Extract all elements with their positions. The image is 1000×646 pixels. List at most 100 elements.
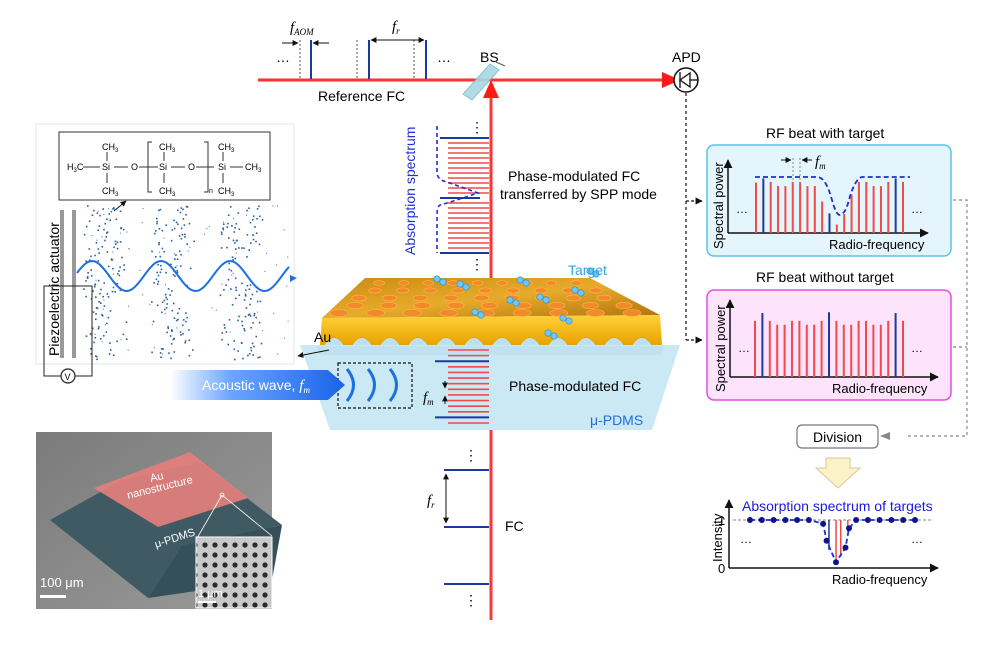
particle (151, 301, 153, 303)
particle (251, 342, 254, 345)
particle (128, 248, 130, 250)
nanohole (329, 309, 349, 317)
division-connectors (880, 199, 968, 440)
nanohole (622, 309, 642, 317)
formula-si: Si (102, 162, 110, 172)
particle (208, 225, 210, 228)
scallop (547, 337, 569, 346)
particle (159, 208, 162, 211)
particle (286, 285, 288, 287)
particle (122, 333, 125, 336)
particle (180, 227, 183, 230)
particle (173, 227, 176, 230)
particle (232, 272, 234, 274)
particle (170, 357, 172, 360)
sem-image: Au nanostructure μ-PDMS 100 μm 1 μm (36, 432, 282, 609)
result-point (846, 525, 852, 532)
gold-side (320, 315, 662, 345)
particle (221, 233, 223, 235)
particle (273, 312, 275, 314)
particle (255, 316, 257, 319)
particle (250, 349, 253, 352)
particle (171, 330, 173, 333)
particle (90, 334, 92, 336)
particle (256, 218, 258, 220)
particle (152, 320, 155, 323)
particle (247, 354, 249, 357)
particle (283, 337, 286, 339)
result-point (833, 559, 839, 566)
particle (227, 214, 230, 216)
particle (259, 300, 262, 303)
molecule-atom (477, 311, 485, 319)
nanohole (548, 301, 566, 309)
scallop (351, 337, 373, 346)
particle (158, 228, 161, 230)
particle (173, 317, 176, 319)
particle (231, 274, 233, 276)
result-point (876, 517, 883, 523)
particle (119, 241, 122, 243)
particle (221, 332, 224, 334)
connector-with (906, 199, 968, 437)
particle (222, 227, 224, 229)
sem-inset-nanoholes (195, 536, 273, 609)
particle (165, 271, 167, 274)
particle (184, 236, 186, 238)
result-point (823, 537, 830, 544)
particle (96, 239, 98, 241)
particle (238, 294, 241, 296)
particle (89, 259, 91, 262)
particle (153, 282, 156, 284)
result-point (794, 517, 801, 523)
particle (170, 343, 173, 345)
particle (127, 305, 130, 307)
particle (103, 228, 105, 231)
result-point (747, 517, 753, 523)
particle (255, 240, 257, 243)
particle (245, 307, 248, 309)
particle (117, 272, 119, 275)
result-point (782, 517, 789, 523)
particle (176, 327, 178, 329)
particle (163, 299, 166, 302)
particle (155, 256, 157, 258)
particle (94, 254, 96, 257)
ellipsis: … (740, 532, 752, 546)
particle (105, 236, 107, 238)
particle (108, 265, 110, 268)
rf-with-target-panel: RF beat with target Spectral power Radio… (706, 125, 952, 257)
particle (164, 293, 167, 296)
particle (185, 312, 187, 314)
molecule-atom (456, 280, 464, 288)
particle (246, 209, 248, 212)
ellipsis: ⋮ (464, 447, 478, 463)
particle (224, 327, 226, 329)
particle (235, 240, 238, 242)
formula-ch3: CH3 (218, 186, 235, 198)
particle (226, 226, 229, 228)
particle (233, 358, 236, 361)
nanohole (596, 294, 612, 302)
result-marks (747, 517, 918, 566)
result-point (912, 517, 918, 523)
particle (95, 296, 97, 298)
scale-bar-main (40, 595, 66, 598)
division-frame (796, 424, 879, 449)
particle (221, 283, 223, 285)
particle (243, 247, 245, 249)
beam-splitter: BS (462, 49, 506, 101)
particle (235, 252, 238, 254)
particle (173, 351, 176, 353)
particle (171, 229, 174, 231)
xlabel: Radio-frequency (829, 237, 925, 252)
particle (235, 297, 237, 300)
particle (104, 324, 106, 326)
formula-pointer-arrow (113, 200, 127, 212)
particle (105, 331, 108, 333)
particle (93, 285, 96, 288)
nanohole (368, 287, 382, 294)
particle (186, 243, 188, 245)
particle (173, 253, 175, 255)
pdms-block (300, 345, 680, 430)
